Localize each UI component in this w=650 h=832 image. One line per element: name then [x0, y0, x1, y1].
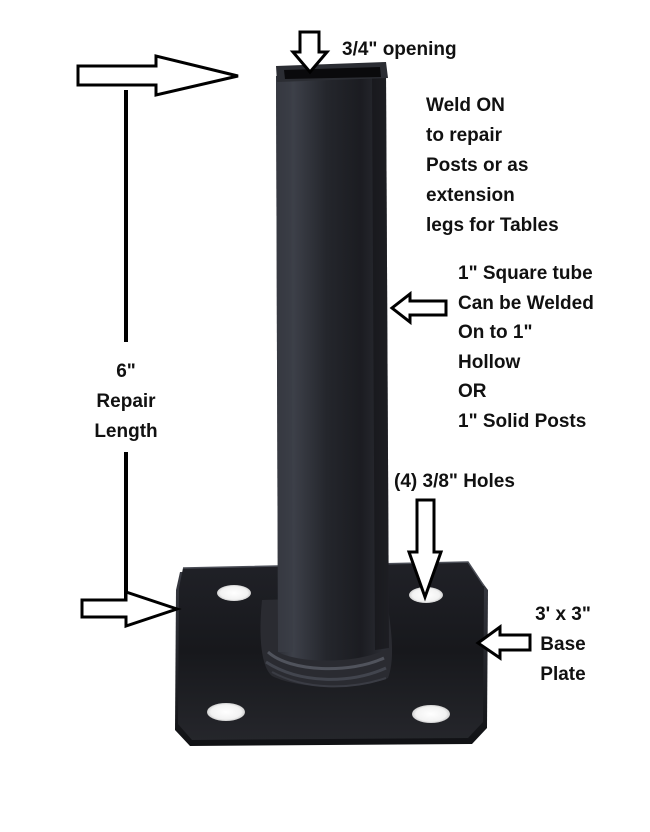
arrow-left-icon — [389, 290, 448, 326]
repair-length-label: 6" Repair Length — [86, 357, 166, 447]
opening-label: 3/4" opening — [342, 35, 457, 64]
arrow-left-icon — [475, 624, 532, 661]
hole-top-left — [217, 585, 251, 601]
tube-note-line: Can be Welded — [458, 292, 594, 314]
base-plate-line: Plate — [540, 664, 586, 685]
repair-length-line: Repair — [96, 391, 156, 412]
tube-note-line: 1" Solid Posts — [458, 410, 587, 432]
repair-length-line: 6" — [116, 361, 136, 382]
holes-text: (4) 3/8" Holes — [394, 471, 515, 492]
arrow-right-icon — [76, 54, 239, 97]
square-tube — [276, 62, 389, 661]
tube-note-line: Hollow — [458, 351, 521, 373]
base-plate-label: 3' x 3" Base Plate — [528, 600, 598, 690]
weld-note-line: Posts or as — [426, 155, 529, 176]
base-plate-line: Base — [540, 634, 586, 655]
holes-label: (4) 3/8" Holes — [394, 467, 515, 496]
tube-note-line: OR — [458, 381, 487, 402]
weld-note-line: extension — [426, 185, 515, 206]
tube-note-line: On to 1" — [458, 322, 533, 343]
arrow-down-icon — [289, 30, 331, 75]
tube-note: 1" Square tube Can be Welded On to 1" Ho… — [458, 259, 594, 436]
hole-bottom-right — [412, 705, 450, 723]
tube-note-line: 1" Square tube — [458, 263, 593, 284]
weld-note-line: Weld ON — [426, 95, 505, 116]
opening-text: 3/4" opening — [342, 39, 457, 60]
arrow-right-icon — [80, 589, 182, 629]
hole-bottom-left — [207, 703, 245, 721]
weld-note: Weld ON to repair Posts or as extension … — [426, 91, 559, 241]
arrow-down-icon — [406, 498, 444, 602]
base-plate-line: 3' x 3" — [535, 604, 591, 625]
weld-note-line: to repair — [426, 125, 503, 146]
repair-length-line: Length — [94, 421, 158, 442]
weld-note-line: legs for Tables — [426, 215, 559, 236]
